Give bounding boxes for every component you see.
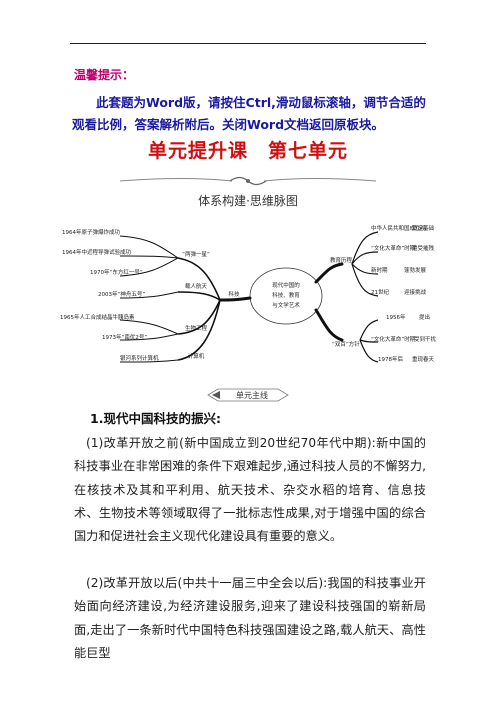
item-2003-shenzhou: 2003年“神舟五号” — [98, 290, 145, 298]
group-manned-spaceflight: 载人航天 — [185, 282, 208, 290]
dh-result-1: 提出 — [419, 313, 430, 321]
item-1970-satellite: 1970年“东方红一号” — [90, 268, 143, 276]
paragraph-2: (2)改革开放以后(中共十一届三中全会以后):我国的科技事业开始面向经济建设,为… — [74, 576, 426, 660]
edu-stage-3: 新时期 — [371, 266, 388, 274]
mind-map: 现代中国的 科技、教育 与文学艺术 科技 “两弹一星” 1964年原子弹爆炸成功… — [60, 224, 437, 363]
group-bioengineering: 生物工程 — [185, 324, 208, 332]
center-node: 现代中国的 科技、教育 与文学艺术 — [249, 267, 323, 325]
tip-title: 温馨提示： — [74, 68, 135, 82]
section-badge-label: 单元主线 — [236, 390, 268, 400]
edu-stage-2: “文化大革命”时期 — [371, 244, 416, 252]
edu-stage-4: 21世纪 — [371, 288, 389, 296]
top-rule — [70, 43, 426, 44]
branch-science: 科技 — [228, 290, 240, 298]
edu-result-2: 遭受摧残 — [412, 244, 435, 252]
dh-result-3: 重现春天 — [412, 355, 435, 363]
tip-body: 此套题为Word版，请按住Ctrl,滑动鼠标滚轴，调节合适的观看比例，答案解析附… — [72, 95, 426, 132]
branch-education: 教育历程 — [330, 256, 353, 264]
decorative-divider — [120, 176, 376, 186]
item-1973-nanyou: 1973年“南优2号” — [102, 333, 147, 341]
center-line-1: 现代中国的 — [272, 281, 300, 289]
edu-stage-1: 中华人民共和国成立初 — [371, 224, 427, 232]
group-computers: 计算机 — [188, 352, 205, 360]
badge-arrow-icon — [212, 391, 220, 399]
dh-stage-2: “文化大革命”时期 — [371, 335, 416, 343]
section-badge: 单元主线 — [207, 388, 289, 402]
map-caption: 体系构建·思维脉图 — [198, 194, 298, 208]
unit-title: 单元提升课 第七单元 — [147, 140, 348, 162]
item-1965-insulin: 1965年人工合成结晶牛胰岛素 — [60, 313, 135, 321]
edu-result-3: 蓬勃发展 — [404, 266, 427, 274]
item-yinhe-computer: 银河系列计算机 — [120, 354, 159, 362]
dh-result-2: 受到干扰 — [414, 335, 437, 343]
paragraph-1: (1)改革开放之前(新中国成立到20世纪70年代中期):新中国的科技事业在非常困… — [74, 436, 426, 544]
item-1964-missile: 1964年中近程导弹试验成功 — [62, 248, 131, 256]
dh-stage-3: 1978年后 — [378, 355, 403, 363]
group-two-bombs-one-satellite: “两弹一星” — [182, 250, 210, 258]
center-line-3: 与文学艺术 — [272, 301, 300, 309]
center-line-2: 科技、教育 — [272, 291, 300, 299]
edu-result-4: 迎接挑战 — [404, 288, 427, 296]
item-1964-atomic: 1964年原子弹爆炸成功 — [62, 228, 120, 236]
edu-result-1: 奠定基础 — [412, 224, 435, 232]
dh-stage-1: 1956年 — [386, 313, 406, 321]
section-heading: 1.现代中国科技的振兴: — [90, 411, 221, 426]
branch-double-hundred: “双百”方针 — [332, 340, 360, 348]
